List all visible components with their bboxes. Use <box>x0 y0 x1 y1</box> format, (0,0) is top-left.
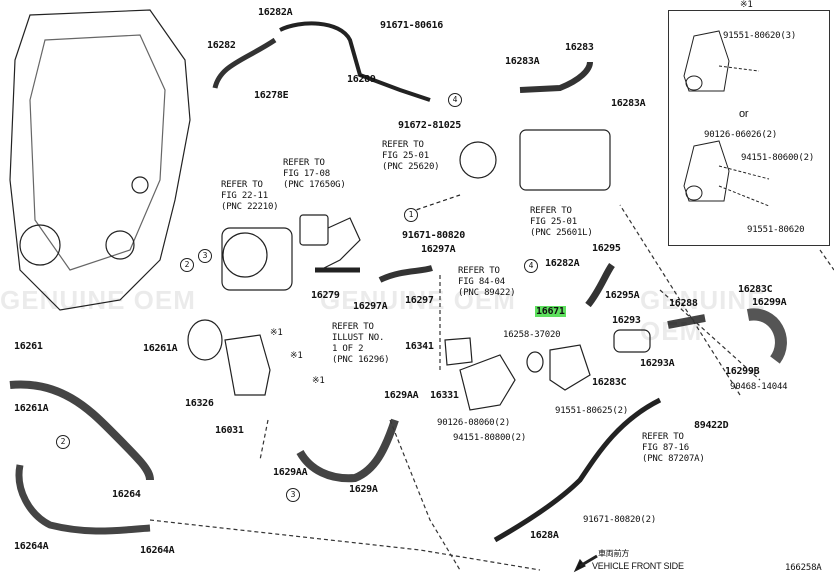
part-label[interactable]: 16297 <box>405 295 434 306</box>
marker-1: 1 <box>404 208 418 222</box>
part-label[interactable]: 90126-08060(2) <box>437 418 511 428</box>
reference-note[interactable]: REFER TO FIG 87-16 (PNC 87207A) <box>642 432 705 464</box>
part-label[interactable]: 16297A <box>353 301 388 312</box>
part-label[interactable]: 16282A <box>258 7 293 18</box>
part-label[interactable]: 16031 <box>215 425 244 436</box>
part-label[interactable]: 16283A <box>611 98 646 109</box>
pipe-16289 <box>279 21 431 102</box>
hose-16295 <box>585 262 615 308</box>
marker-2: 2 <box>180 258 194 272</box>
part-label[interactable]: 16264 <box>112 489 141 500</box>
thermostat-housing-16331 <box>459 354 516 411</box>
part-label[interactable]: 16264A <box>14 541 49 552</box>
part-label[interactable]: 16283 <box>565 42 594 53</box>
part-label[interactable]: 90468-14044 <box>730 382 788 392</box>
part-label[interactable]: 91672-81025 <box>398 120 461 131</box>
hose-16282 <box>212 37 277 89</box>
part-label[interactable]: 16295A <box>605 290 640 301</box>
pipe-16288 <box>667 314 706 329</box>
egr-cooler <box>519 129 611 191</box>
highlighted-part-label[interactable]: 16671 <box>535 306 566 317</box>
hose-16283 <box>519 61 593 93</box>
part-label[interactable]: 16282A <box>545 258 580 269</box>
inset-marker: ※1 <box>740 0 753 10</box>
reference-note[interactable]: REFER TO FIG 25-01 (PNC 25620) <box>382 140 440 172</box>
marker-4: 4 <box>524 259 538 273</box>
inset-artwork <box>683 30 770 207</box>
part-label[interactable]: 16295 <box>592 243 621 254</box>
part-label[interactable]: 16297A <box>421 244 456 255</box>
thermostat-16671 <box>549 344 591 391</box>
part-label[interactable]: 16299A <box>752 297 787 308</box>
part-label[interactable]: 16261A <box>143 343 178 354</box>
part-label[interactable]: 16261A <box>14 403 49 414</box>
hose-16293 <box>613 329 651 353</box>
note-marker: ※1 <box>290 351 303 361</box>
hose-16261 <box>9 380 154 481</box>
note-marker: ※1 <box>312 376 325 386</box>
part-label[interactable]: 16279 <box>311 290 340 301</box>
part-label[interactable]: 94151-80600(2) <box>741 153 815 163</box>
hose-16264 <box>15 464 151 535</box>
part-label[interactable]: 16293 <box>612 315 641 326</box>
reference-note[interactable]: REFER TO FIG 22-11 (PNC 22210) <box>221 180 279 212</box>
throttle-body <box>221 227 293 291</box>
part-label[interactable]: 16331 <box>430 390 459 401</box>
part-label[interactable]: 91671-80820(2) <box>583 515 657 525</box>
vehicle-front-label: VEHICLE FRONT SIDE <box>592 561 684 571</box>
pipe-1628A <box>493 397 662 543</box>
part-label[interactable]: 16282 <box>207 40 236 51</box>
part-label[interactable]: 16341 <box>405 341 434 352</box>
note-marker: ※1 <box>270 328 283 338</box>
illustration-number: 166258A <box>785 563 822 573</box>
reference-note[interactable]: REFER TO FIG 84-04 (PNC 89422) <box>458 266 516 298</box>
watermark: GENUINE OEM <box>320 285 516 315</box>
part-label[interactable]: 16261 <box>14 341 43 352</box>
water-inlet-16326 <box>224 334 271 396</box>
part-label[interactable]: 16283C <box>592 377 627 388</box>
part-label[interactable]: 16278E <box>254 90 289 101</box>
part-label[interactable]: 16288 <box>669 298 698 309</box>
part-label[interactable]: 1629AA <box>273 467 308 478</box>
marker-3: 3 <box>286 488 300 502</box>
vehicle-front-jp: 車両前方 <box>598 549 630 558</box>
part-label[interactable]: 91551-80625(2) <box>555 406 629 416</box>
part-label[interactable]: 16258-37020 <box>503 330 561 340</box>
part-label[interactable]: 16264A <box>140 545 175 556</box>
part-label[interactable]: 1629AA <box>384 390 419 401</box>
or-label: or <box>739 108 749 120</box>
part-label[interactable]: 91671-80820 <box>402 230 465 241</box>
part-label[interactable]: 89422D <box>694 420 729 431</box>
reference-note[interactable]: REFER TO FIG 25-01 (PNC 25601L) <box>530 206 593 238</box>
reference-note[interactable]: REFER TO ILLUST NO. 1 OF 2 (PNC 16296) <box>332 322 390 365</box>
marker-4: 4 <box>448 93 462 107</box>
hose-16297 <box>378 265 433 283</box>
reference-note[interactable]: REFER TO FIG 17-08 (PNC 17650G) <box>283 158 346 190</box>
part-label[interactable]: 1628A <box>530 530 559 541</box>
part-label[interactable]: 1629A <box>349 484 378 495</box>
part-label[interactable]: 91551-80620(3) <box>723 31 797 41</box>
alternative-parts-inset: 91551-80620(3) or 90126-06026(2) 94151-8… <box>668 10 830 246</box>
marker-2: 2 <box>56 435 70 449</box>
part-label[interactable]: 16283A <box>505 56 540 67</box>
hose-1629A <box>296 418 399 483</box>
part-label[interactable]: 16293A <box>640 358 675 369</box>
gasket-16341 <box>444 337 473 366</box>
part-label[interactable]: 90126-06026(2) <box>704 130 778 140</box>
part-label[interactable]: 16326 <box>185 398 214 409</box>
part-label[interactable]: 16283C <box>738 284 773 295</box>
timing-cover <box>9 9 191 311</box>
part-label[interactable]: 94151-80800(2) <box>453 433 527 443</box>
part-label[interactable]: 16289 <box>347 74 376 85</box>
part-label[interactable]: 91671-80616 <box>380 20 443 31</box>
part-label[interactable]: 16299B <box>725 366 760 377</box>
hose-16299A <box>746 308 787 364</box>
marker-3: 3 <box>198 249 212 263</box>
watermark: GENUINE OEM <box>640 285 766 346</box>
part-label[interactable]: 91551-80620 <box>747 225 805 235</box>
watermark: GENUINE OEM <box>0 285 196 315</box>
